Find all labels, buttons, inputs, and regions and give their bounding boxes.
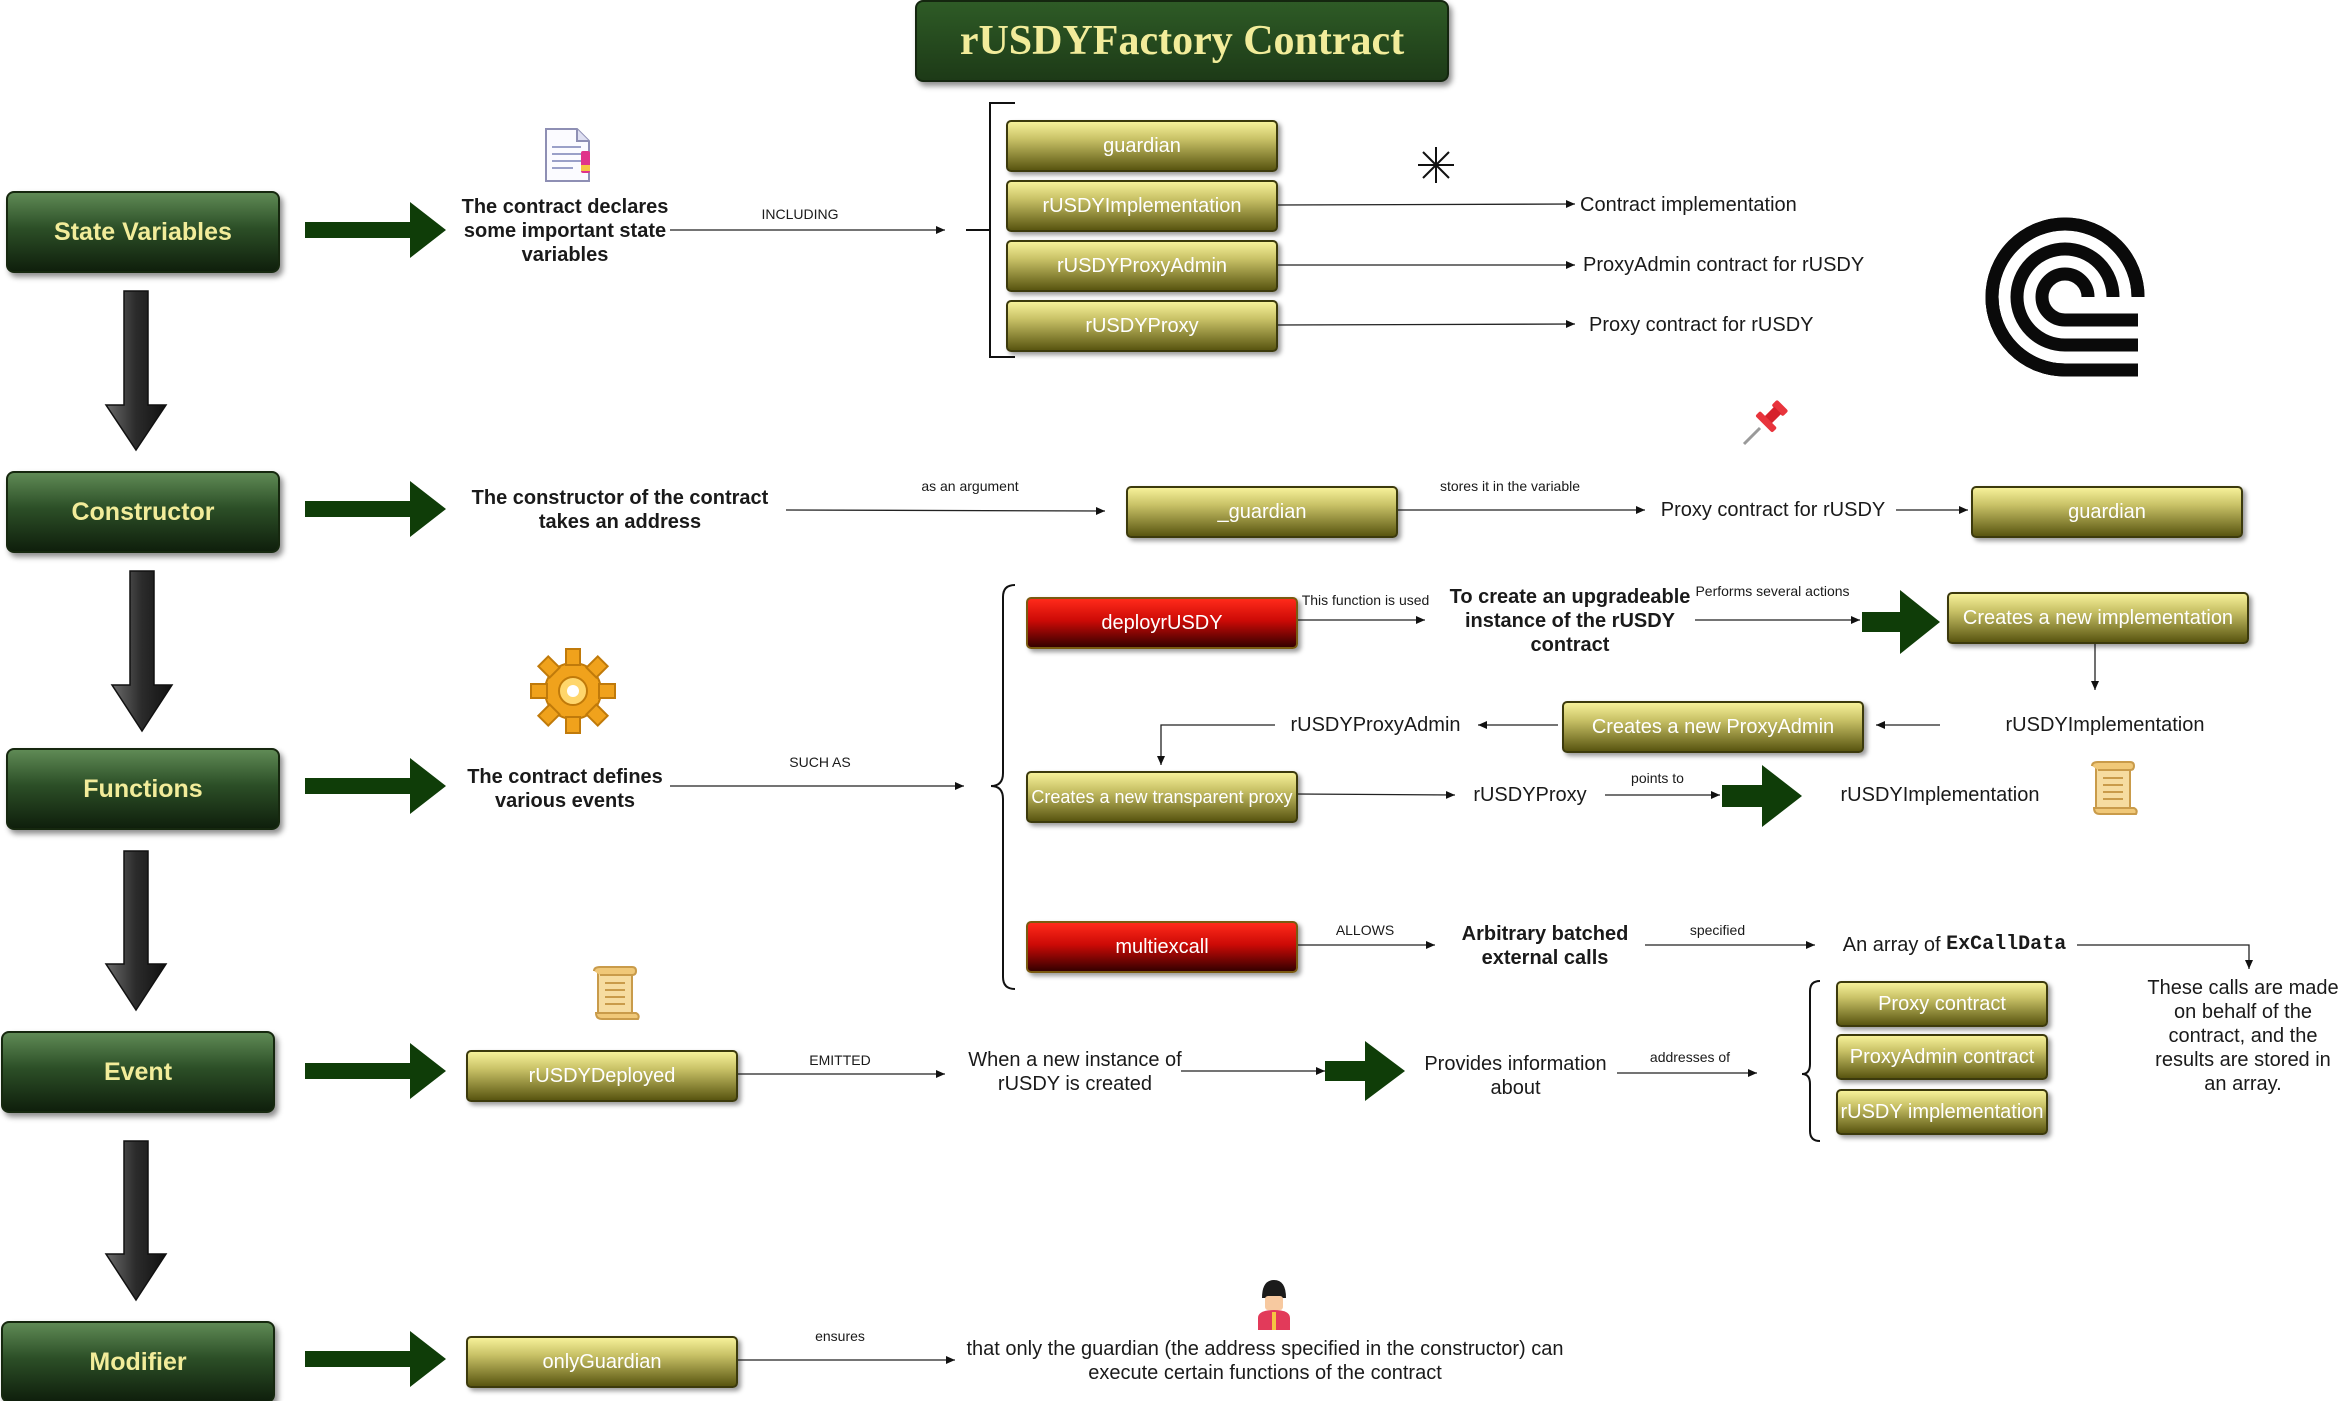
target-proxyadmin: ProxyAdmin contract for rUSDY bbox=[1583, 254, 1865, 276]
impl-var-text: rUSDYImplementation bbox=[2005, 714, 2205, 736]
modifier-only-guardian: onlyGuardian bbox=[466, 1336, 738, 1388]
ctor-var-guardian: guardian bbox=[1971, 486, 2243, 538]
var-rusdy-implementation: rUSDYImplementation bbox=[1006, 180, 1278, 232]
scroll-icon bbox=[2088, 760, 2140, 821]
down-arrow-2 bbox=[110, 570, 174, 733]
section-event: Event bbox=[1, 1031, 275, 1113]
big-arrow-ctor bbox=[305, 481, 446, 537]
proxyadmin-var-text: rUSDYProxyAdmin bbox=[1290, 714, 1461, 736]
edge-this-function-used: This function is used bbox=[1301, 592, 1430, 608]
event-item-implementation: rUSDY implementation bbox=[1836, 1089, 2048, 1135]
big-arrow-modifier bbox=[305, 1331, 446, 1387]
big-arrow-provides bbox=[1325, 1041, 1405, 1101]
flow-arrows bbox=[104, 290, 174, 1302]
down-arrow-4 bbox=[104, 1140, 168, 1302]
param-guardian: _guardian bbox=[1126, 486, 1398, 538]
var-rusdy-proxy-admin: rUSDYProxyAdmin bbox=[1006, 240, 1278, 292]
edge-points-to: points to bbox=[1631, 770, 1684, 786]
action-new-implementation: Creates a new implementation bbox=[1947, 592, 2249, 644]
target-contract-implementation: Contract implementation bbox=[1580, 194, 1797, 216]
calls-note: These calls are made on behalf of the co… bbox=[2147, 976, 2339, 1095]
points-target-text: rUSDYImplementation bbox=[1840, 784, 2040, 806]
fn-deployrusdy: deployrUSDY bbox=[1026, 597, 1298, 649]
down-arrow-1 bbox=[104, 290, 168, 452]
var-rusdy-proxy: rUSDYProxy bbox=[1006, 300, 1278, 352]
state-desc: The contract declares some important sta… bbox=[461, 196, 669, 266]
section-state-variables: State Variables bbox=[6, 191, 280, 273]
action-new-transparent-proxy: Creates a new transparent proxy bbox=[1026, 771, 1298, 823]
functions-desc: The contract defines various events bbox=[467, 766, 663, 812]
edge-performs-actions: Performs several actions bbox=[1695, 583, 1850, 599]
braces bbox=[966, 102, 1821, 1142]
state-brace bbox=[966, 102, 1015, 358]
big-arrow-actions bbox=[1862, 590, 1940, 654]
array-text: An array of ExCallData bbox=[1822, 933, 2087, 957]
big-arrow-event bbox=[305, 1043, 446, 1099]
section-functions: Functions bbox=[6, 748, 280, 830]
big-arrow-functions bbox=[305, 758, 446, 814]
functions-brace bbox=[990, 584, 1016, 990]
edge-specified: specified bbox=[1689, 922, 1746, 938]
edge-addresses-of: addresses of bbox=[1649, 1049, 1731, 1065]
ctor-middle-text: Proxy contract for rUSDY bbox=[1660, 499, 1886, 521]
scroll-icon bbox=[590, 965, 642, 1026]
pushpin-icon bbox=[1738, 396, 1792, 455]
array-prefix: An array of bbox=[1842, 934, 1941, 956]
edge-emitted: EMITTED bbox=[809, 1052, 871, 1068]
connectors bbox=[670, 200, 2253, 1364]
gear-icon bbox=[527, 648, 619, 739]
modifier-desc: that only the guardian (the address spec… bbox=[966, 1338, 1564, 1384]
event-when: When a new instance of rUSDY is created bbox=[968, 1049, 1182, 1095]
var-guardian: guardian bbox=[1006, 120, 1278, 172]
event-item-proxyadmin: ProxyAdmin contract bbox=[1836, 1034, 2048, 1080]
event-rusdy-deployed: rUSDYDeployed bbox=[466, 1050, 738, 1102]
asterisk-icon bbox=[1416, 145, 1456, 190]
logo-icon bbox=[1978, 210, 2153, 390]
guard-icon bbox=[1252, 1278, 1296, 1335]
event-item-proxy-contract: Proxy contract bbox=[1836, 981, 2048, 1027]
edge-allows: ALLOWS bbox=[1335, 922, 1395, 938]
section-modifier: Modifier bbox=[1, 1321, 275, 1401]
deploy-purpose: To create an upgradeable instance of the… bbox=[1449, 586, 1691, 656]
edge-stores-it: stores it in the variable bbox=[1439, 478, 1581, 494]
array-type: ExCallData bbox=[1946, 933, 2067, 956]
multi-purpose: Arbitrary batched external calls bbox=[1461, 923, 1629, 969]
target-proxy: Proxy contract for rUSDY bbox=[1589, 314, 1814, 336]
big-arrow-points bbox=[1722, 765, 1802, 827]
edge-as-argument: as an argument bbox=[921, 478, 1019, 494]
edge-such-as: SUCH AS bbox=[789, 754, 851, 770]
event-provides: Provides information about bbox=[1424, 1053, 1607, 1099]
proxy-var-text: rUSDYProxy bbox=[1473, 784, 1587, 806]
event-brace bbox=[1801, 980, 1821, 1142]
big-arrow-state bbox=[305, 202, 446, 258]
edge-ensures: ensures bbox=[815, 1328, 865, 1344]
action-new-proxyadmin: Creates a new ProxyAdmin bbox=[1562, 701, 1864, 753]
section-constructor: Constructor bbox=[6, 471, 280, 553]
fn-multiexcall: multiexcall bbox=[1026, 921, 1298, 973]
ctor-desc: The constructor of the contract takes an… bbox=[471, 487, 769, 533]
edge-including: INCLUDING bbox=[761, 206, 839, 222]
section-arrows bbox=[305, 202, 1940, 1387]
down-arrow-3 bbox=[104, 850, 168, 1012]
document-icon bbox=[543, 127, 593, 188]
page-title: rUSDYFactory Contract bbox=[915, 0, 1449, 82]
